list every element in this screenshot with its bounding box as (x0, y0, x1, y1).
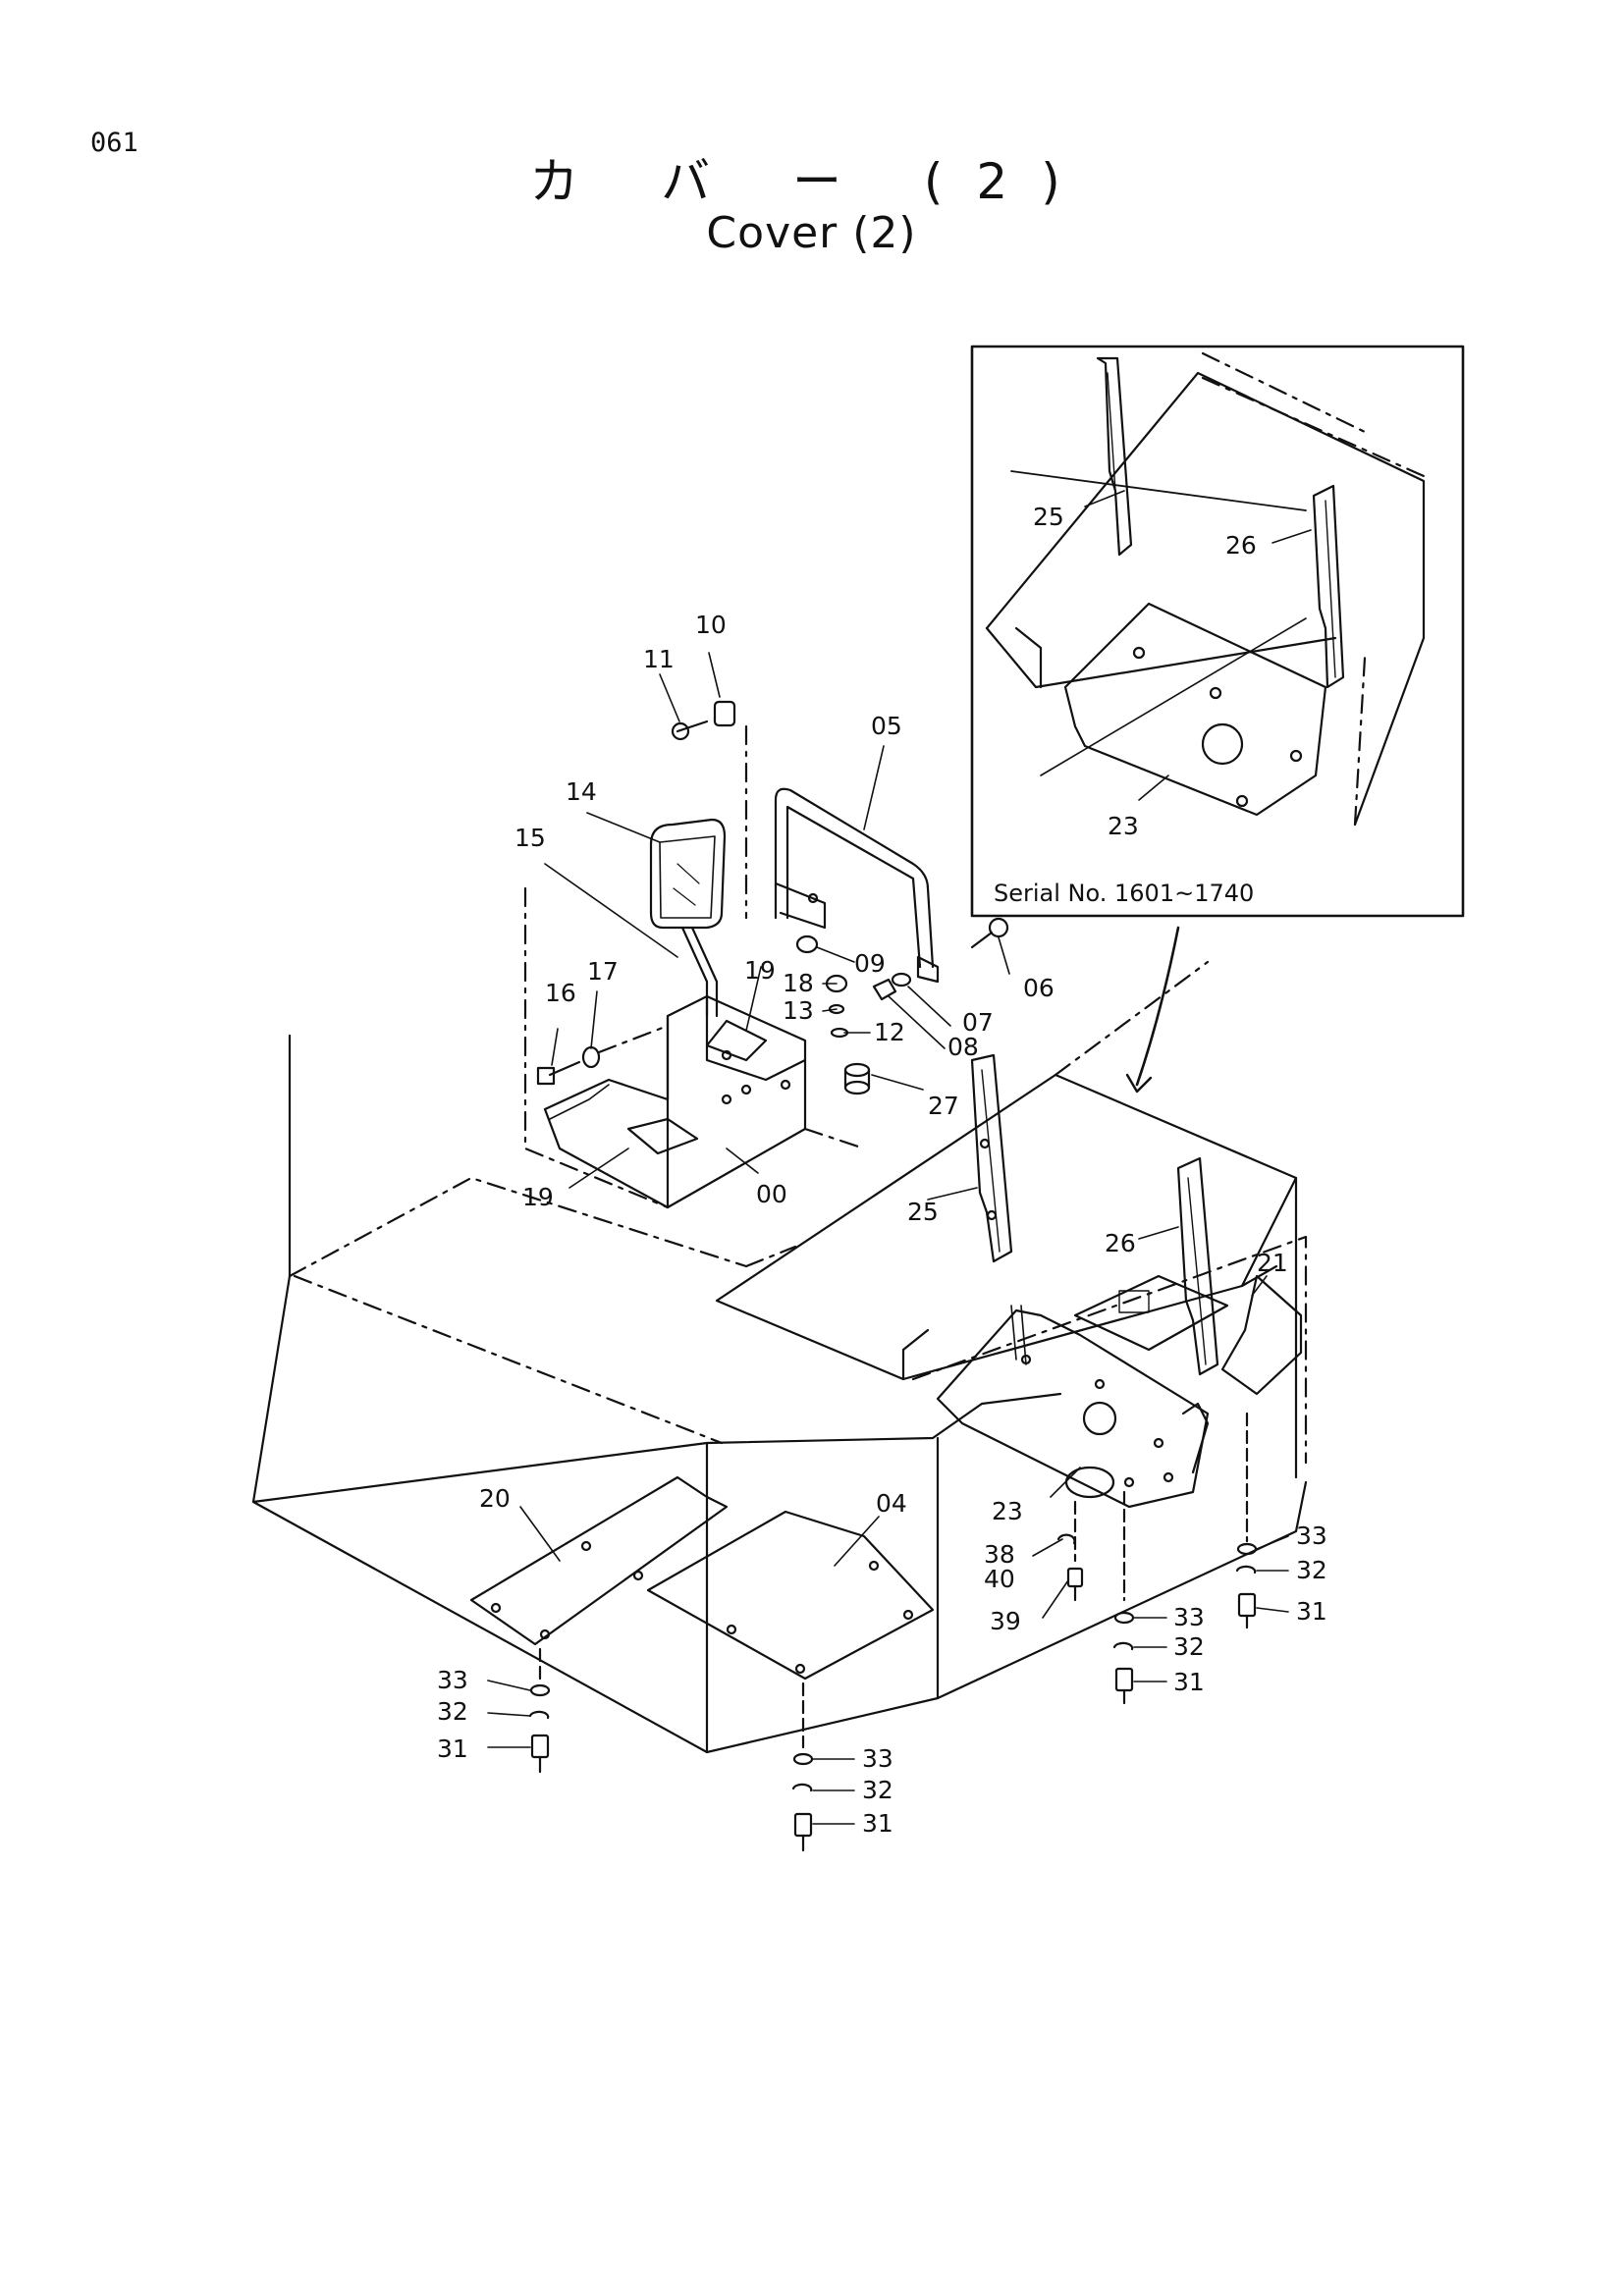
part-label-09: 09 (854, 949, 886, 978)
part-label-32-right-high: 32 (1296, 1556, 1327, 1584)
part-label-31-left: 31 (437, 1735, 468, 1763)
title-japanese: カ バ ー (2) (529, 153, 1094, 210)
plate-20 (469, 1475, 729, 1685)
part-label-20: 20 (479, 1484, 511, 1513)
leader-lines (487, 652, 1289, 1825)
part-label-14: 14 (566, 777, 597, 806)
inset-label-25: 25 (1033, 503, 1064, 531)
part-label-33-right-low: 33 (1173, 1603, 1205, 1631)
part-labels: 10 11 05 14 15 09 06 18 13 07 08 12 16 1… (437, 611, 1327, 1838)
inset-label-26: 26 (1225, 531, 1257, 560)
part-label-31-right-low: 31 (1173, 1668, 1205, 1696)
machine-cover-outline (251, 886, 1308, 1754)
part-label-05: 05 (871, 712, 902, 740)
fastener-stack-left (528, 1683, 551, 1774)
fastener-stack-center (791, 1752, 814, 1852)
plate-23 (936, 1305, 1210, 1602)
mirror-14 (649, 818, 727, 1018)
part-label-33-right-high: 33 (1296, 1522, 1327, 1550)
part-label-07: 07 (962, 1008, 994, 1037)
part-label-26: 26 (1105, 1229, 1136, 1257)
part-label-19-top: 19 (744, 956, 776, 985)
page-number: 061 (90, 128, 138, 158)
part-label-33-center: 33 (862, 1744, 893, 1773)
inset-label-23: 23 (1108, 812, 1139, 840)
part-label-15: 15 (514, 824, 546, 852)
part-label-31-right-high: 31 (1296, 1597, 1327, 1626)
strap-25 (970, 1053, 1013, 1263)
inset-serial-caption: Serial No. 1601~1740 (994, 880, 1254, 907)
part-label-23: 23 (992, 1497, 1023, 1525)
part-label-40: 40 (984, 1565, 1015, 1593)
part-label-19-bottom: 19 (522, 1183, 554, 1211)
part-label-32-left: 32 (437, 1697, 468, 1726)
strap-26 (1176, 1156, 1219, 1376)
part-label-21: 21 (1257, 1249, 1288, 1277)
part-label-04: 04 (876, 1489, 907, 1518)
part-label-08: 08 (947, 1033, 979, 1061)
inset-arrow (1135, 926, 1180, 1087)
part-label-11: 11 (643, 645, 675, 673)
inset-strip-25 (1096, 356, 1133, 557)
part-label-32-right-low: 32 (1173, 1632, 1205, 1661)
part-label-18: 18 (783, 969, 814, 997)
fastener-stack-right-low (1112, 1490, 1135, 1705)
part-label-00: 00 (756, 1180, 787, 1208)
part-label-13: 13 (783, 996, 814, 1025)
part-label-10: 10 (695, 611, 727, 639)
hardware-parts (536, 700, 1009, 1095)
part-label-06: 06 (1023, 974, 1055, 1002)
part-label-39: 39 (990, 1607, 1021, 1635)
part-label-38: 38 (984, 1540, 1015, 1569)
inset-strip-26 (1312, 484, 1345, 689)
fastener-stack-right-high (1235, 1412, 1258, 1629)
part-label-17: 17 (587, 957, 619, 986)
handrail-05 (774, 787, 940, 984)
part-label-33-left: 33 (437, 1666, 468, 1694)
part-label-31-center: 31 (862, 1809, 893, 1838)
part-label-27: 27 (928, 1092, 959, 1120)
part-label-32-center: 32 (862, 1776, 893, 1804)
plate-04 (646, 1510, 935, 1749)
step-bracket-00 (543, 994, 866, 1209)
inset-serial-variant: 25 26 23 Serial No. 1601~1740 (970, 345, 1465, 918)
part-label-12: 12 (874, 1018, 905, 1046)
plate-21 (1073, 1274, 1303, 1396)
inset-plate-23 (1063, 602, 1327, 817)
part-label-16: 16 (545, 979, 576, 1007)
title-english: Cover (2) (706, 208, 917, 258)
part-label-25: 25 (907, 1198, 939, 1226)
